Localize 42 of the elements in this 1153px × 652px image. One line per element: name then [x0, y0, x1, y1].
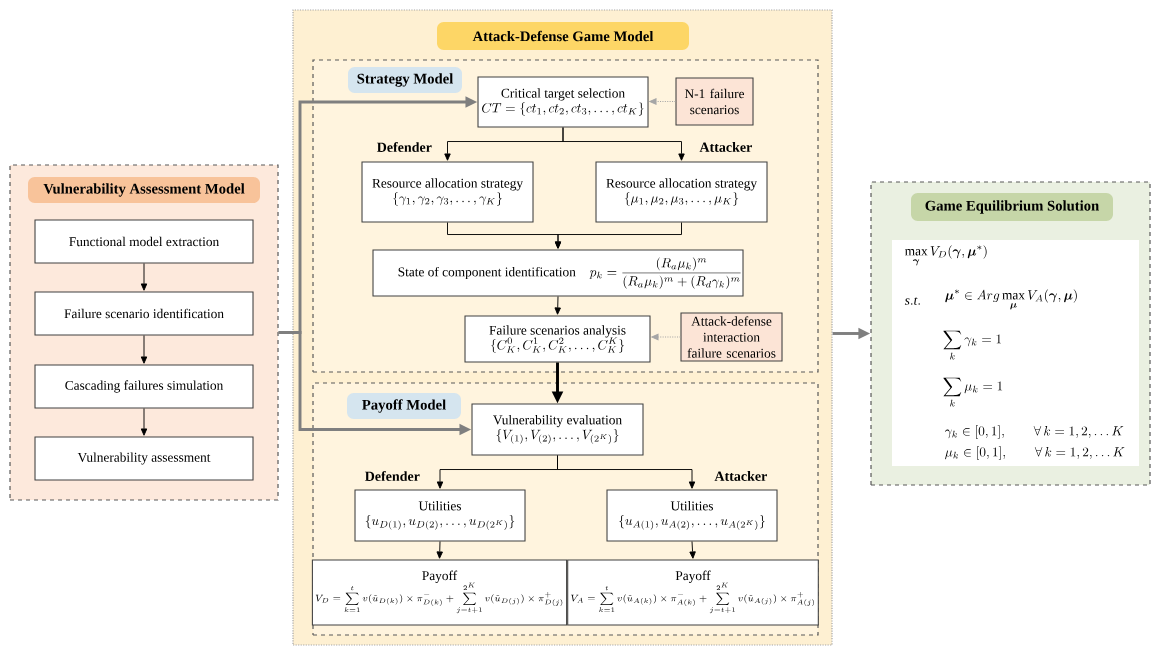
- formula: $\max_{\boldsymbol{\gamma}} V_D(\boldsymbol{\gamma}, \boldsymbol{\mu}^*)$: [905, 245, 987, 266]
- role-label: Defender: [364, 471, 420, 481]
- process-box: Critical target selection $CT = \{ct_1, ct_2, ct_3, \ldots, ct_K\}$: [477, 76, 649, 128]
- note-box: N-1 failure scenarios: [675, 77, 754, 126]
- process-box: Payoff $V_A = \sum_{k=1}^{t} v(\tilde{u}_{A(k)}) \times \pi^-_{A(k)} + \sum_{j=t+1}^{2^K} v(\tilde{u}_{A(j)}) \times \pi^+_{A(j)}$: [567, 559, 819, 626]
- formula: $\mu_k \in [0,1], \qquad \forall\, k = 1,2,\ldots K$: [945, 446, 1125, 460]
- process-box: Payoff $V_D = \sum_{k=1}^{t} v(\tilde{u}_{D(k)}) \times \pi^-_{D(k)} + \sum_{j=t+1}^{2^K} v(\tilde{u}_{D(j)}) \times \pi^+_{D(j)}$: [311, 559, 568, 626]
- note-box: Attack-defense interaction failure scenarios: [680, 312, 783, 362]
- title-label: Strategy Model: [348, 67, 462, 93]
- arrow: [562, 127, 685, 161]
- process-box: Utilities $\{u_{A(1)}, u_{A(2)}, \ldots, u_{A(2^K)}\}$: [606, 489, 778, 542]
- process-box: Vulnerability assessment: [34, 436, 254, 481]
- role-label: Defender: [376, 142, 432, 152]
- process-box: Failure scenarios analysis $\{C_K^0, C_K^1, C_K^2, \ldots, C_K^K\}$: [464, 315, 651, 363]
- formula: $\gamma_k \in [0,1], \qquad \forall\, k = 1,2,\ldots K$: [944, 425, 1124, 439]
- arrow: [140, 263, 148, 291]
- formula: $\sum_k \mu_k = 1$: [943, 377, 1003, 407]
- formula: $\sum_k \gamma_k = 1$: [943, 330, 1001, 360]
- role-label: Attacker: [714, 471, 767, 481]
- box-label: State of component identification: [398, 266, 576, 280]
- process-box: Resource allocation strategy $\{\gamma_1, \gamma_2, \gamma_3, \ldots, \gamma_K\}$: [361, 161, 534, 223]
- role-label: Attacker: [699, 142, 752, 152]
- process-box: Vulnerability evaluation $\{V_{(1)}, V_{(2)}, \ldots, V_{(2^K)}\}$: [471, 403, 644, 456]
- title-label: Attack-Defense Game Model: [437, 22, 689, 50]
- process-box: Functional model extraction: [34, 219, 254, 264]
- process-box: Utilities $\{u_{D(1)}, u_{D(2)}, \ldots, u_{D(2^K)}\}$: [354, 489, 526, 542]
- process-box: Cascading failures simulation: [34, 364, 254, 409]
- arrow: [557, 455, 696, 489]
- arrow: [554, 296, 561, 315]
- formula: $\boldsymbol{\mu}^* \in Arg \max_{\boldsymbol{\mu}} V_A(\boldsymbol{\gamma}, \boldsymbol{\mu})$: [945, 289, 1077, 310]
- arrow: [140, 335, 148, 364]
- title-label: Payoff Model: [347, 393, 461, 419]
- process-box: Resource allocation strategy $\{\mu_1, \mu_2, \mu_3, \ldots, \mu_K\}$: [595, 161, 768, 223]
- process-box: Failure scenario identification: [34, 291, 254, 336]
- arrow: [436, 541, 443, 559]
- formula: $p_k = \frac{(R_a \mu_k)^m}{(R_a \mu_k)^m + (R_d \gamma_k)^m}$: [589, 257, 741, 289]
- arrow: [554, 222, 682, 249]
- formula: $\mathit{s.t.}$: [904, 297, 920, 305]
- arrow: [689, 541, 696, 559]
- title-label: Game Equilibrium Solution: [911, 193, 1113, 221]
- title-label: Vulnerability Assessment Model: [28, 177, 260, 203]
- arrow: [140, 408, 148, 436]
